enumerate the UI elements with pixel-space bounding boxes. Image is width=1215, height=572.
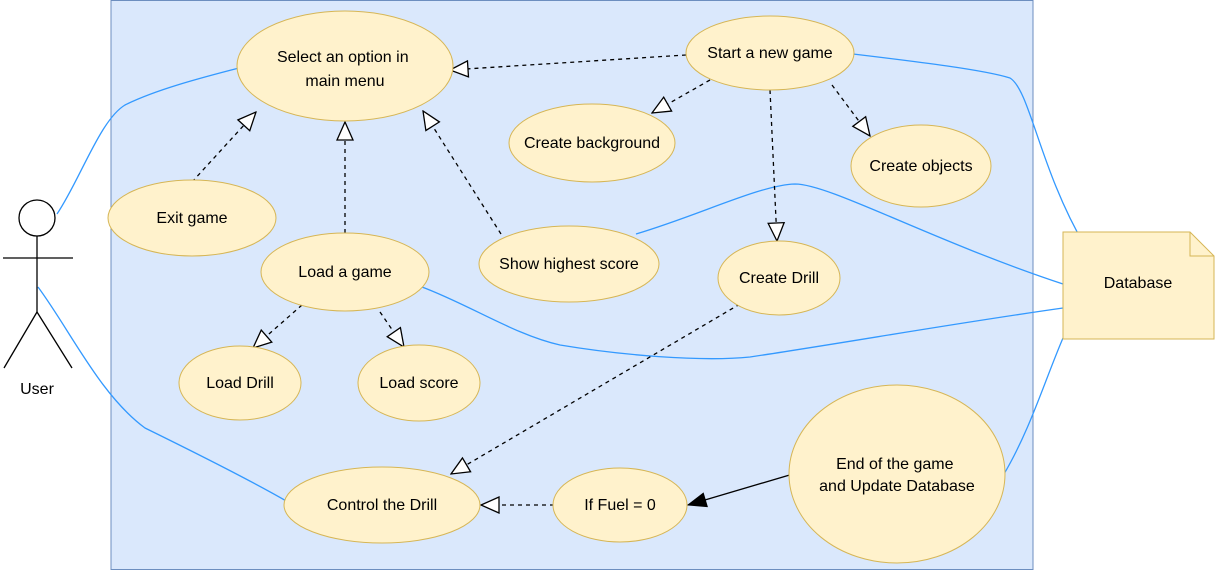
usecase-select-option-label: Select an option in main menu xyxy=(277,49,413,90)
usecase-exit-game[interactable] xyxy=(107,179,277,257)
usecase-create-objects-label: Create objects xyxy=(869,158,972,175)
usecase-create-background-label: Create background xyxy=(524,135,660,152)
usecase-exit-game-label: Exit game xyxy=(156,210,227,227)
usecase-show-highest-score-label: Show highest score xyxy=(499,256,639,273)
dependency-load-to-load-score xyxy=(379,311,404,347)
dependency-load-to-load-drill xyxy=(253,304,303,348)
dependency-start-to-drill xyxy=(770,89,777,241)
dependency-start-to-objects xyxy=(831,84,870,136)
note-icon[interactable] xyxy=(1062,231,1215,340)
database-label: Database xyxy=(1104,275,1173,292)
usecase-end-game-label: End of the game and Update Database xyxy=(819,456,975,495)
usecase-control-drill[interactable] xyxy=(283,466,481,544)
dependency-start-to-background xyxy=(652,79,711,113)
usecase-load-game[interactable] xyxy=(260,232,430,312)
usecase-select-option[interactable] xyxy=(236,10,454,122)
association-user-control-drill xyxy=(37,286,289,503)
usecase-load-score-label: Load score xyxy=(379,375,458,392)
usecase-start-new-game[interactable] xyxy=(685,15,855,91)
actor-user-label: User xyxy=(20,381,54,398)
usecase-create-drill[interactable] xyxy=(717,240,841,316)
association-highest-score-database xyxy=(635,183,1064,285)
stick-figure-icon xyxy=(3,199,73,369)
usecase-load-drill-label: Load Drill xyxy=(206,375,274,392)
usecase-load-score[interactable] xyxy=(357,344,481,422)
association-load-game-database xyxy=(421,286,1064,360)
association-end-game-database xyxy=(1003,337,1064,475)
usecase-end-game[interactable] xyxy=(788,384,1006,564)
association-start-game-database xyxy=(852,53,1086,247)
usecase-create-drill-label: Create Drill xyxy=(739,270,819,287)
usecase-if-fuel[interactable] xyxy=(552,467,688,543)
flow-end-to-fuel xyxy=(688,473,794,505)
usecase-start-new-game-label: Start a new game xyxy=(707,45,833,62)
usecase-load-game-label: Load a game xyxy=(298,264,392,281)
usecase-load-drill[interactable] xyxy=(178,345,302,421)
usecase-create-objects[interactable] xyxy=(850,124,992,208)
association-user-select-option xyxy=(56,67,240,215)
dependency-score-to-select xyxy=(423,111,502,235)
usecase-if-fuel-label: If Fuel = 0 xyxy=(584,497,656,514)
usecase-show-highest-score[interactable] xyxy=(478,225,660,303)
usecase-create-background[interactable] xyxy=(508,103,676,183)
usecase-control-drill-label: Control the Drill xyxy=(327,497,437,514)
